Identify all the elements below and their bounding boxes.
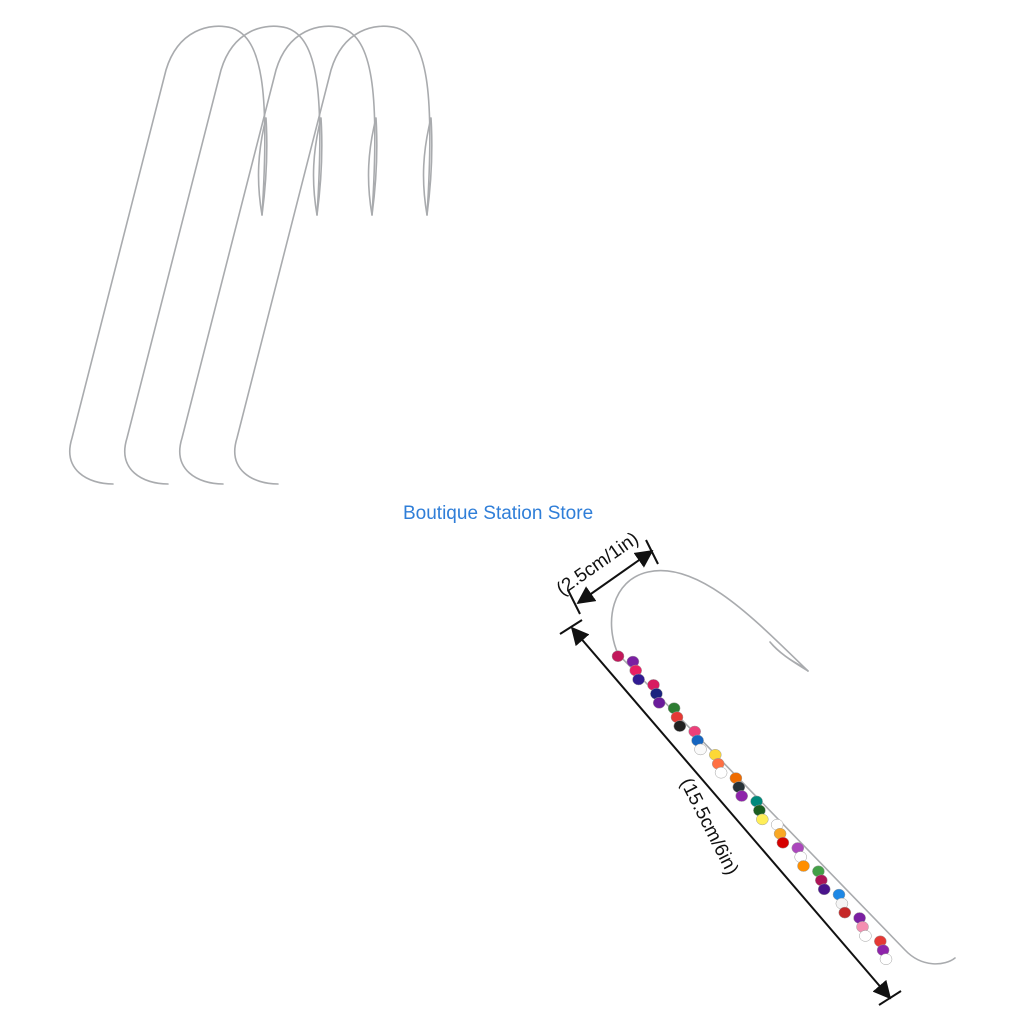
needle-eye [422,117,433,216]
bead [673,720,687,732]
width-tick-left [567,589,581,615]
beaded-needle-wire [610,569,956,965]
length-label: (15.5cm/6in) [676,775,743,879]
bead [797,860,810,872]
needle-eye [769,641,809,672]
store-name: Boutique Station Store [403,503,594,524]
beaded-needle [610,569,956,965]
width-dimension: (2.5cm/1in) [553,528,659,615]
curved-needle [124,25,321,485]
curved-needle [234,25,431,485]
needle-eye [367,117,378,216]
curved-needle [179,25,376,485]
needle-set [69,25,433,485]
bead [838,906,852,919]
bead [879,953,893,965]
bead [859,930,872,942]
needle-eye [312,117,323,216]
bead [714,766,728,779]
length-dimension: (15.5cm/6in) [559,619,902,1006]
length-tick-top [559,619,583,635]
needle-eye [257,117,268,216]
bead [776,836,790,849]
bead [817,883,831,896]
curved-needle [69,25,266,485]
bead [735,790,748,802]
bead-strand [611,650,893,965]
bead [611,650,625,662]
bead [694,743,707,756]
bead [756,813,769,826]
bead [652,697,666,709]
length-arrow [570,626,892,1000]
bead [632,673,645,686]
width-arrow [576,549,654,605]
